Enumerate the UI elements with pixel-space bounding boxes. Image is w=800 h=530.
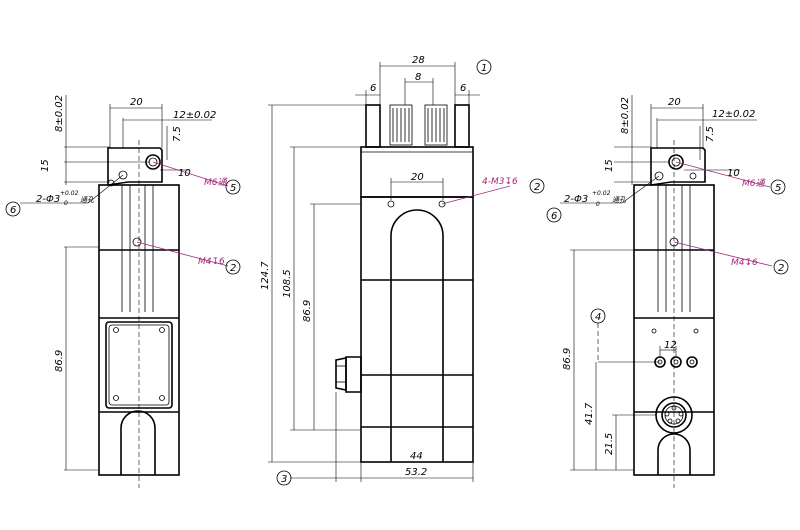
right-callout-m4: M4↧6 (731, 258, 758, 268)
center-balloon-2 (529, 178, 545, 194)
center-balloon-1 (476, 59, 492, 75)
right-callout-m6: M6通 (742, 178, 765, 189)
right-dim-15: 15 (604, 159, 615, 172)
left-dim-7-5: 7.5 (172, 126, 183, 142)
left-balloon-6 (5, 201, 21, 217)
svg-text:2: 2 (230, 263, 236, 274)
left-balloon-2 (225, 259, 241, 275)
svg-text:3: 3 (281, 474, 287, 485)
right-dim-10: 10 (727, 168, 740, 179)
left-bottom-slot (120, 410, 156, 475)
right-pin-hole (654, 171, 664, 181)
left-callout-m6: M6通 (204, 177, 227, 188)
left-dim-15: 15 (40, 159, 51, 172)
center-dim-124-7: 124.7 (260, 261, 271, 290)
right-dim-width: 20 (668, 97, 681, 108)
center-dim-44: 44 (410, 451, 423, 462)
svg-text:1: 1 (481, 63, 487, 74)
center-body (360, 196, 474, 463)
center-view: 28 1 8 6 6 20 4-M3↧6 2 124.7 108.5 86.9 (260, 55, 545, 486)
left-m4-hole (132, 237, 142, 247)
svg-text:+0.02: +0.02 (592, 190, 611, 197)
left-callout-hole: 2-Φ3 (36, 194, 60, 205)
left-pin-hole (118, 170, 128, 180)
left-dim-tol12: 12±0.02 (173, 110, 216, 121)
right-dim-7-5: 7.5 (705, 126, 716, 142)
left-top-bracket (107, 147, 163, 186)
right-callout-hole: 2-Φ3 (564, 194, 588, 205)
center-callout-m3: 4-M3↧6 (482, 177, 518, 187)
right-view: 12 20 12±0.02 8±0.02 15 7.5 10 M6通 (546, 95, 789, 488)
right-balloon-5 (770, 179, 786, 195)
center-slot (390, 209, 444, 462)
left-dim-tol8: 8±0.02 (54, 95, 65, 132)
svg-text:0: 0 (64, 200, 68, 207)
center-dim-6-right: 6 (460, 83, 466, 94)
right-dim-41-7: 41.7 (584, 402, 595, 425)
right-led-2 (670, 356, 682, 368)
right-balloon-6 (546, 207, 562, 223)
svg-text:5: 5 (230, 183, 236, 194)
center-balloon-3 (276, 470, 292, 486)
center-dim-8: 8 (415, 72, 421, 83)
right-bottom-slot (657, 433, 691, 475)
left-dim-86-9: 86.9 (54, 350, 65, 372)
center-dim-86-9: 86.9 (302, 300, 313, 322)
left-view: 20 12±0.02 8±0.02 15 7.5 10 86.9 M6通 5 2… (5, 95, 241, 488)
center-dim-28: 28 (412, 55, 425, 66)
svg-text:通孔: 通孔 (80, 196, 95, 204)
center-dim-6-left: 6 (370, 83, 376, 94)
center-side-connector (345, 356, 362, 393)
svg-text:6: 6 (551, 211, 557, 222)
svg-text:0: 0 (596, 201, 600, 208)
svg-text:4: 4 (595, 312, 601, 323)
left-dim-width: 20 (130, 97, 143, 108)
svg-text:2: 2 (778, 263, 784, 274)
right-dim-12: 12 (664, 340, 677, 351)
svg-text:5: 5 (775, 183, 781, 194)
svg-text:6: 6 (10, 205, 16, 216)
center-dim-20: 20 (411, 172, 424, 183)
right-dim-tol8: 8±0.02 (620, 97, 631, 134)
right-balloon-2 (773, 259, 789, 275)
right-dim-86-9: 86.9 (562, 348, 573, 370)
center-dim-53-2: 53.2 (405, 467, 427, 478)
svg-text:通孔: 通孔 (612, 196, 627, 204)
center-finger-right (454, 104, 470, 148)
right-led-3 (686, 356, 698, 368)
right-dim-tol12: 12±0.02 (712, 109, 755, 120)
right-dim-21-5: 21.5 (604, 433, 615, 455)
center-dim-108-5: 108.5 (282, 269, 293, 298)
left-balloon-5 (225, 179, 241, 195)
svg-text:+0.02: +0.02 (60, 190, 79, 197)
right-top-bracket (650, 147, 706, 186)
svg-text:2: 2 (534, 182, 540, 193)
center-finger-left (365, 104, 381, 148)
left-callout-m4: M4↧6 (198, 257, 225, 267)
left-dim-10: 10 (178, 168, 191, 179)
